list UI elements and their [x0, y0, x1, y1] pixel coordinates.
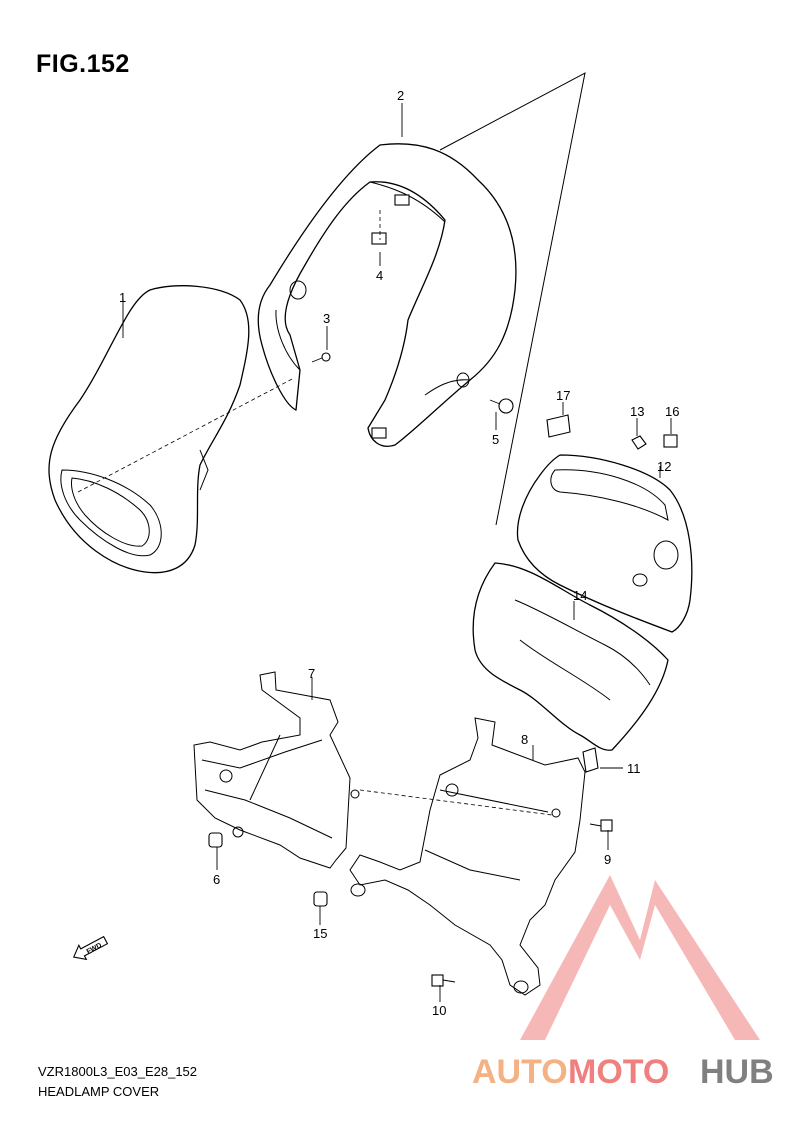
- callout-3: 3: [323, 311, 330, 326]
- figure-title: FIG.152: [36, 50, 130, 78]
- part-11-clip: [582, 747, 599, 773]
- part-5-rivet: [489, 398, 514, 414]
- watermark-text: AUTO MOTO HUB: [472, 1053, 774, 1091]
- callout-10: 10: [432, 1003, 446, 1018]
- callout-9: 9: [604, 852, 611, 867]
- part-2-upper-cowl: [257, 143, 517, 447]
- part-16-nut: [663, 434, 678, 448]
- part-3-screw: [311, 352, 331, 363]
- callout-14: 14: [573, 588, 587, 603]
- callout-2: 2: [397, 88, 404, 103]
- callout-17: 17: [556, 388, 570, 403]
- part-12-inner-panel: [516, 454, 693, 633]
- assembly-line: [359, 789, 553, 816]
- watermark-moto: MOTO: [568, 1053, 669, 1091]
- section-title: HEADLAMP COVER: [38, 1084, 160, 1099]
- callout-7: 7: [308, 666, 315, 681]
- assembly-outline: [439, 72, 586, 526]
- part-14-lower-panel: [472, 562, 669, 751]
- watermark-hub: HUB: [700, 1053, 774, 1091]
- part-6-grommet: [208, 832, 223, 848]
- callout-12: 12: [657, 459, 671, 474]
- part-8-right-bracket: [349, 717, 586, 996]
- callout-5: 5: [492, 432, 499, 447]
- callout-15: 15: [313, 926, 327, 941]
- callout-6: 6: [213, 872, 220, 887]
- callout-4: 4: [376, 268, 383, 283]
- fwd-label: FWD: [86, 942, 103, 956]
- fwd-arrow-icon: FWD: [72, 935, 109, 961]
- part-13-nut: [631, 435, 647, 450]
- watermark-logo: [520, 875, 760, 1040]
- part-10-bolt: [431, 974, 456, 987]
- callout-16: 16: [665, 404, 679, 419]
- callout-13: 13: [630, 404, 644, 419]
- part-17-cushion: [546, 414, 571, 438]
- callout-1: 1: [119, 290, 126, 305]
- part-9-bolt: [589, 819, 613, 832]
- callout-11: 11: [627, 761, 641, 776]
- part-15-grommet: [313, 891, 328, 907]
- watermark-auto: AUTO: [472, 1053, 568, 1091]
- part-7-left-bracket: [193, 671, 360, 869]
- assembly-line: [77, 377, 295, 493]
- part-1-headlamp-shell: [48, 285, 250, 574]
- callout-8: 8: [521, 732, 528, 747]
- diagram-code: VZR1800L3_E03_E28_152: [38, 1064, 198, 1079]
- part-4-clip: [371, 232, 387, 245]
